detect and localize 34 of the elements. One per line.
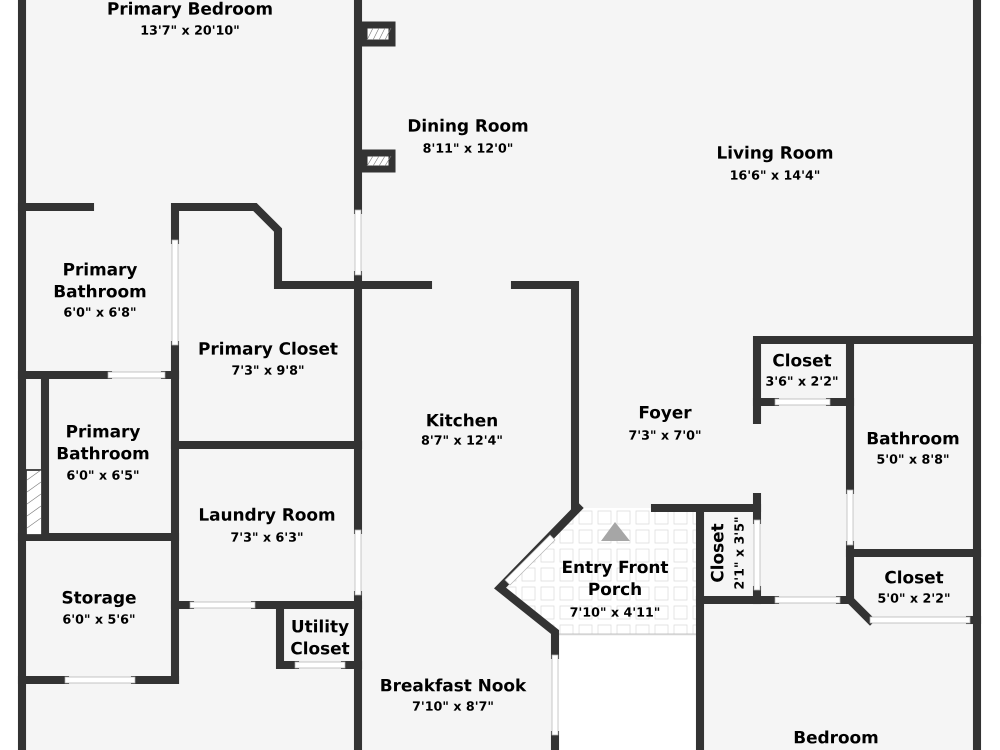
room-dimensions: 5'0" x 2'2" bbox=[878, 593, 950, 603]
room-dimensions: 7'10" x 4'11" bbox=[570, 607, 660, 617]
room-name: Entry Front Porch bbox=[563, 560, 668, 596]
room-name: Primary Closet bbox=[200, 342, 338, 358]
room-name: Primary Bathroom bbox=[54, 262, 146, 298]
room-name: Closet bbox=[710, 524, 724, 582]
room-dimensions: 6'0" x 6'8" bbox=[64, 307, 136, 317]
room-name: Primary Bathroom bbox=[58, 424, 148, 460]
room-name: Kitchen bbox=[427, 413, 497, 427]
room-dimensions: 8'11" x 12'0" bbox=[423, 143, 512, 153]
room-name: Utility Closet bbox=[291, 620, 350, 655]
room-dimensions: 6'0" x 6'5" bbox=[67, 470, 138, 480]
room-name: Living Room bbox=[718, 146, 832, 162]
room-dimensions: 2'1" x 3'5" bbox=[734, 518, 744, 589]
room-name: Closet bbox=[885, 570, 944, 584]
room-name: Bathroom bbox=[868, 431, 958, 445]
room-dimensions: 7'3" x 7'0" bbox=[629, 430, 700, 440]
room-dimensions: 6'0" x 5'6" bbox=[63, 614, 134, 624]
room-name: Storage bbox=[62, 590, 136, 608]
room-name: Laundry Room bbox=[200, 508, 334, 524]
room-dimensions: 3'6" x 2'2" bbox=[766, 376, 838, 386]
room-dimensions: 7'3" x 9'8" bbox=[232, 365, 304, 375]
room-dimensions: 7'3" x 6'3" bbox=[231, 532, 302, 542]
room-dimensions: 7'10" x 8'7" bbox=[412, 701, 493, 711]
room-dimensions: 16'6" x 14'4" bbox=[731, 170, 820, 180]
room-name: Foyer bbox=[640, 406, 692, 422]
room-name: Closet bbox=[773, 353, 832, 367]
room-name: Breakfast Nook bbox=[381, 678, 527, 692]
room-dimensions: 8'7" x 12'4" bbox=[422, 435, 502, 445]
room-dimensions: 13'7" x 20'10" bbox=[142, 25, 239, 35]
room-name: Bedroom bbox=[794, 730, 878, 744]
room-name: Dining Room bbox=[408, 118, 528, 136]
room-dimensions: 5'0" x 8'8" bbox=[877, 454, 948, 464]
room-name: Primary Bedroom bbox=[108, 2, 272, 18]
